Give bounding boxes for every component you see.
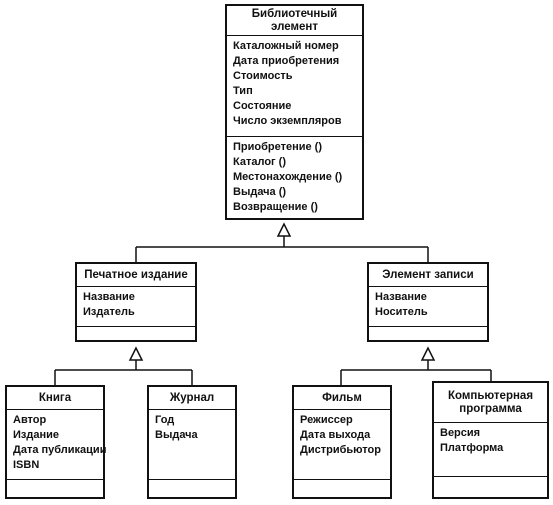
class-name: Компьютерная программа: [434, 383, 547, 423]
attribute: Издатель: [83, 306, 135, 318]
class-name-text: Библиотечный элемент: [251, 7, 338, 33]
attribute: Дата приобретения: [233, 55, 340, 67]
attribute: Режиссер: [300, 414, 353, 426]
attribute: Год: [155, 414, 175, 426]
attribute: Дата выхода: [300, 429, 371, 441]
attributes-section: Версия Платформа: [434, 423, 547, 477]
attribute: Название: [375, 291, 427, 303]
attribute: Версия: [440, 427, 481, 439]
attributes-section: Режиссер Дата выхода Дистрибьютор: [294, 410, 390, 480]
class-name: Печатное издание: [77, 264, 195, 287]
attribute: Дата публикации: [13, 444, 107, 456]
class-name-text: Книга: [38, 391, 72, 404]
class-name-text: Журнал: [169, 391, 215, 404]
class-name: Книга: [7, 387, 103, 410]
attributes-section: Название Издатель: [77, 287, 195, 327]
attribute: Платформа: [440, 442, 504, 454]
attributes-section: Автор Издание Дата публикации ISBN: [7, 410, 107, 480]
attribute: Название: [83, 291, 135, 303]
attribute: Носитель: [375, 306, 428, 318]
attributes-section: Год Выдача: [149, 410, 235, 480]
generalization-arrow-recording: [420, 346, 436, 361]
operation: Местонахождение (): [233, 171, 343, 183]
generalization-arrow-top: [276, 222, 292, 237]
operations-section: [77, 327, 195, 340]
operations-section: Приобретение () Каталог () Местонахожден…: [227, 137, 362, 218]
class-name-line: Компьютерная: [447, 389, 534, 402]
class-film: Фильм Режиссер Дата выхода Дистрибьютор: [292, 385, 392, 499]
operations-section: [369, 327, 487, 340]
class-name: Элемент записи: [369, 264, 487, 287]
class-name: Журнал: [149, 387, 235, 410]
class-name: Библиотечный элемент: [227, 6, 362, 36]
attribute: Выдача: [155, 429, 198, 441]
attribute: ISBN: [13, 459, 40, 471]
class-book: Книга Автор Издание Дата публикации ISBN: [5, 385, 107, 499]
attribute: Тип: [233, 85, 253, 97]
class-name: Фильм: [294, 387, 390, 410]
attributes-section: Название Носитель: [369, 287, 487, 327]
operations-section: [434, 477, 547, 497]
class-name-text: Печатное издание: [84, 268, 188, 281]
operation: Приобретение (): [233, 141, 323, 153]
operations-section: [7, 480, 103, 497]
class-printed-edition: Печатное издание Название Издатель: [75, 262, 197, 342]
class-software: Компьютерная программа Версия Платформа: [432, 381, 549, 499]
operation: Возвращение (): [233, 201, 318, 213]
attribute: Число экземпляров: [233, 115, 342, 127]
attributes-section: Каталожный номер Дата приобретения Стоим…: [227, 36, 362, 137]
class-name-text: Элемент записи: [382, 268, 474, 281]
class-name-line: программа: [459, 402, 522, 415]
generalization-arrow-printed: [128, 346, 144, 361]
attribute: Автор: [13, 414, 47, 426]
class-recording-item: Элемент записи Название Носитель: [367, 262, 489, 342]
attribute: Состояние: [233, 100, 292, 112]
attribute: Издание: [13, 429, 59, 441]
operations-section: [149, 480, 235, 497]
class-journal: Журнал Год Выдача: [147, 385, 237, 499]
attribute: Стоимость: [233, 70, 293, 82]
attribute: Дистрибьютор: [300, 444, 381, 456]
class-name-text: Фильм: [322, 391, 362, 404]
class-name-text: Компьютерная программа: [448, 390, 533, 416]
operations-section: [294, 480, 390, 497]
attribute: Каталожный номер: [233, 40, 339, 52]
operation: Каталог (): [233, 156, 286, 168]
operation: Выдача (): [233, 186, 287, 198]
class-library-item: Библиотечный элемент Каталожный номер Да…: [225, 4, 364, 220]
